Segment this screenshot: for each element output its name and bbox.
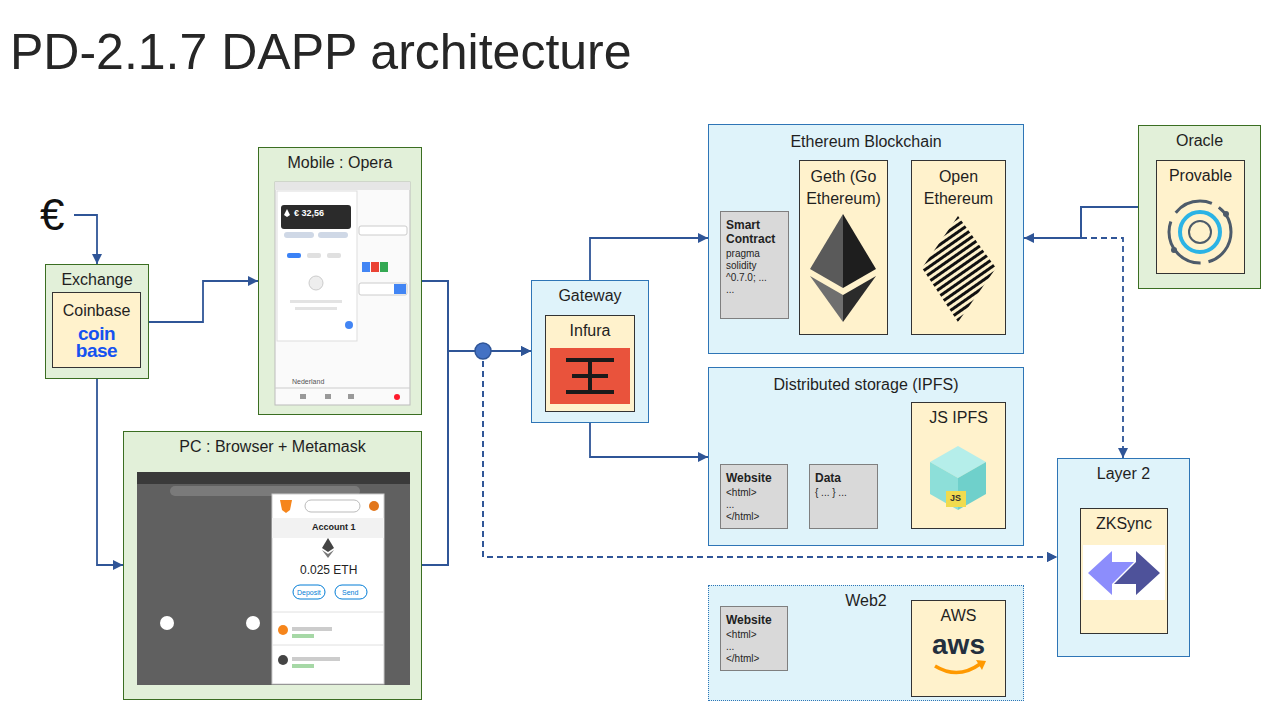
component-box: Provable: [1156, 160, 1245, 274]
node-label: Website: [726, 613, 782, 627]
ethereum-logo: [810, 214, 876, 322]
connector-line: [422, 351, 531, 565]
screen-text: € 32,56: [294, 209, 324, 218]
file-box: Website <html> ... </html>: [720, 606, 788, 671]
symbol-node: €: [40, 190, 74, 240]
group-box: ExchangeCoinbase coin base: [45, 264, 149, 379]
node-body-text: { ... } ...: [815, 487, 853, 499]
node-label: Layer 2: [1061, 464, 1186, 484]
node-label: AWS: [915, 606, 1002, 626]
node-label: ZKSync: [1084, 514, 1164, 534]
ipfs-cube: [930, 446, 986, 510]
node-label: Website: [726, 471, 782, 485]
node-body-text: aws: [915, 630, 1002, 660]
node-label: Mobile : Opera: [262, 153, 418, 173]
zksync-logo: [1083, 545, 1165, 600]
aws-smile: [935, 660, 986, 673]
connector-line: [422, 351, 483, 565]
junction-dot: [475, 343, 491, 359]
node-label: PC : Browser + Metamask: [127, 437, 418, 457]
provable-logo: [1169, 201, 1231, 263]
connector-line: [590, 423, 708, 457]
screen-text: Account 1: [312, 523, 356, 532]
connector: [422, 351, 1057, 565]
connector: [1081, 207, 1138, 458]
region-box: Web2Website<html> ... </html>AWSaws: [708, 585, 1024, 701]
connector-line: [97, 379, 123, 565]
node-label: Ethereum Blockchain: [712, 132, 1020, 152]
connector-line: [74, 215, 97, 264]
screen-text: Send: [342, 589, 358, 596]
screen-text: Deposit: [297, 589, 321, 596]
file-box: Data { ... } ...: [809, 464, 878, 529]
screen-text: 0.025 ETH: [300, 564, 357, 576]
file-box: Website <html> ... </html>: [720, 464, 788, 529]
node-body-text: <html> ... </html>: [726, 487, 764, 523]
node-body-text: <html> ... </html>: [726, 629, 764, 665]
node-label: Open Ethereum: [915, 166, 1002, 210]
dashed-connector: [1081, 238, 1123, 458]
screen-text: Nederland: [292, 378, 324, 385]
component-box: Coinbase coin base: [52, 292, 141, 368]
node-label: Gateway: [535, 286, 645, 306]
node-label: Exchange: [49, 270, 145, 290]
connector: [422, 281, 531, 351]
mobile-screenshot: [275, 182, 410, 405]
node-label: €: [40, 190, 74, 240]
node-label: Infura: [549, 321, 631, 341]
pc-screenshot: [137, 472, 410, 685]
diagram-title: PD-2.1.7 DAPP architecture: [10, 22, 632, 82]
node-label: Provable: [1160, 166, 1241, 186]
file-box: Smart Contractpragma solidity ^0.7.0; ..…: [720, 211, 789, 319]
node-label: Geth (Go Ethereum): [803, 166, 884, 210]
connector: [97, 379, 123, 565]
connector: [1024, 207, 1138, 238]
node-body-text: pragma solidity ^0.7.0; ... ...: [726, 248, 772, 296]
connector-line: [1081, 207, 1138, 238]
node-label: JS IPFS: [915, 408, 1002, 428]
component-box: AWS aws: [911, 600, 1006, 697]
region-box: Ethereum BlockchainSmart Contractpragma …: [708, 124, 1024, 354]
connector: [590, 423, 708, 457]
node-label: Distributed storage (IPFS): [712, 375, 1020, 395]
connector: [74, 215, 97, 264]
connector-line: [422, 281, 483, 351]
open-ethereum-logo: [922, 216, 996, 322]
node-label: Data: [815, 471, 872, 485]
node-label: Oracle: [1142, 131, 1257, 151]
connector-line: [149, 281, 258, 322]
connector: [422, 351, 531, 565]
connector-line: [1024, 207, 1138, 238]
node-body-text: coin base: [74, 325, 120, 359]
connector-line: [590, 238, 708, 280]
region-box: Distributed storage (IPFS) Website <html> …: [708, 367, 1024, 546]
node-label: Smart Contract: [726, 218, 783, 246]
node-label: Coinbase: [56, 301, 137, 321]
connector: [590, 238, 708, 280]
connector: [149, 281, 258, 322]
connector-line: [422, 281, 531, 351]
infura-logo: [550, 348, 630, 404]
screen-text: JS: [950, 494, 961, 503]
